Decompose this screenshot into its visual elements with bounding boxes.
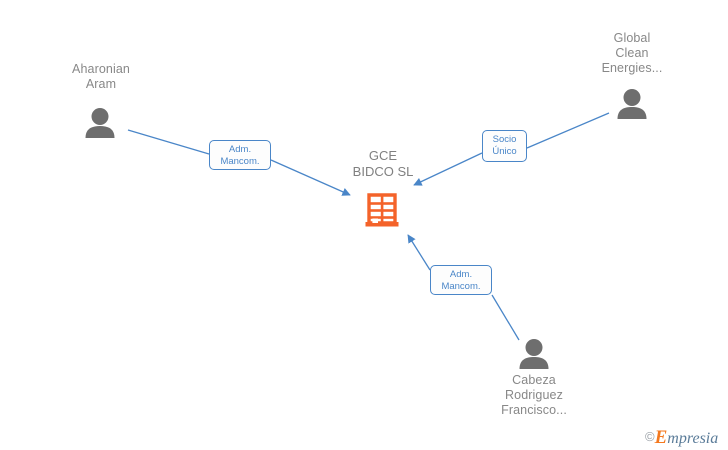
edge-cabeza-rodriguez[interactable] <box>407 234 520 341</box>
node-label-cabeza-rodriguez-francisco: Cabeza Rodriguez Francisco... <box>501 373 567 417</box>
empresia-watermark: ©Empresia <box>645 427 718 449</box>
edge-global-clean-energies[interactable] <box>413 112 610 186</box>
company-building-icon[interactable] <box>365 193 399 227</box>
copyright-icon: © <box>645 429 655 444</box>
brand-name: mpresia <box>667 430 719 447</box>
node-label-gce-bidco-sl: GCE BIDCO SL <box>352 148 414 179</box>
node-label-aharonian-aram: Aharonian Aram <box>72 62 130 91</box>
edge-tag-adm-mancom-cabeza[interactable]: Adm. Mancom. <box>430 265 492 295</box>
node-label-global-clean-energies: Global Clean Energies... <box>601 31 663 75</box>
person-icon[interactable] <box>617 89 647 119</box>
person-icon[interactable] <box>85 108 115 138</box>
person-icon[interactable] <box>519 339 549 369</box>
edge-tag-adm-mancom-aharonian[interactable]: Adm. Mancom. <box>209 140 271 170</box>
brand-initial: E <box>654 427 668 448</box>
edge-tag-socio-unico[interactable]: Socio Único <box>482 130 527 162</box>
edge-aharonian-aram[interactable] <box>127 129 351 196</box>
